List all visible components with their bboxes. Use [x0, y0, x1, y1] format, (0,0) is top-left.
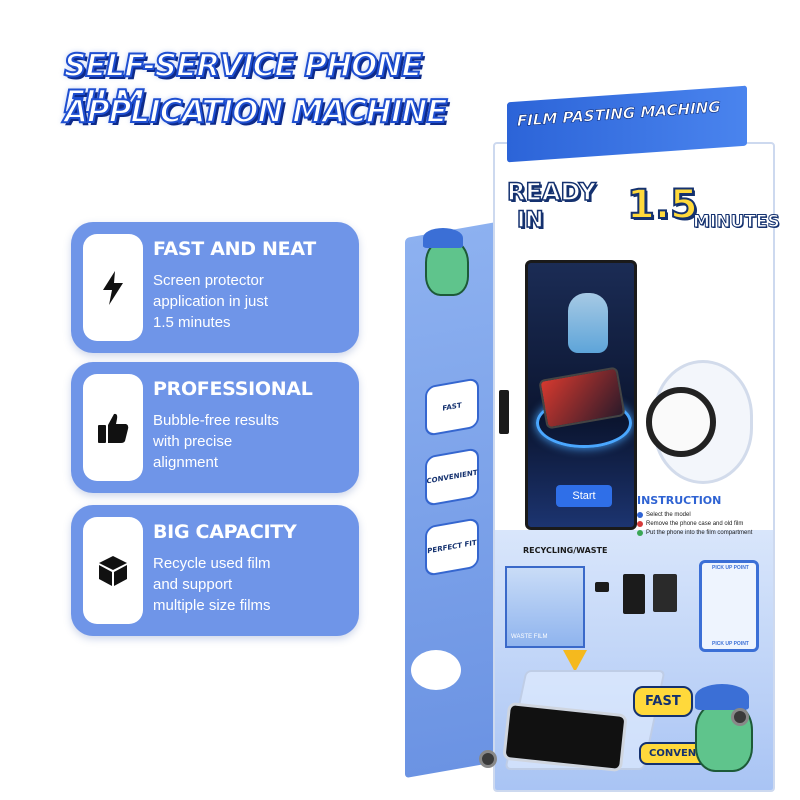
feature-icon-box — [83, 517, 143, 624]
ready-banner: READY IN 1.5 MINUTES — [506, 177, 780, 248]
feature-title: BIG CAPACITY — [153, 521, 297, 543]
feature-desc-line: with precise — [153, 433, 233, 450]
in-word: IN — [516, 207, 544, 234]
instruction-item: Put the phone into the film compartment — [637, 530, 777, 536]
pickup-label-bottom: PICK UP POINT — [712, 641, 749, 647]
dino-mascot-side — [425, 240, 469, 296]
instruction-item: Select the model — [637, 512, 777, 518]
instruction-dot — [637, 512, 643, 518]
dino-cap — [695, 684, 749, 710]
side-tag-convenient: CONVENIENT — [425, 447, 479, 507]
lightning-bolt-icon — [103, 270, 123, 305]
side-tag-perfect-fit: PERFECT FIT — [425, 517, 479, 577]
fast-bubble: FAST — [633, 686, 693, 717]
pickup-point[interactable]: PICK UP POINT PICK UP POINT — [699, 560, 759, 652]
feature-desc-line: Screen protector — [153, 272, 264, 289]
tray-phone-graphic — [502, 701, 628, 773]
feature-card-professional: PROFESSIONAL Bubble-free results with pr… — [71, 362, 359, 493]
touch-screen[interactable]: Start — [525, 260, 637, 530]
feature-desc-line: application in just — [153, 293, 269, 310]
box-cube-icon — [99, 555, 127, 586]
side-tag-fast: FAST — [425, 377, 479, 437]
waste-film-bin[interactable]: WASTE FILM — [505, 566, 585, 648]
feature-desc-line: and support — [153, 576, 233, 593]
wheel — [479, 750, 497, 768]
feature-desc-line: 1.5 minutes — [153, 314, 231, 331]
payment-reader[interactable] — [623, 574, 645, 614]
feature-description: Recycle used film and support multiple s… — [153, 553, 343, 616]
instruction-text: Put the phone into the film compartment — [646, 530, 753, 536]
instruction-item: Remove the phone case and old film — [637, 521, 777, 527]
recycling-label: RECYCLING/WASTE — [523, 546, 608, 555]
headline-line-2: APPLICATION MACHINE — [63, 93, 449, 131]
instruction-text: Remove the phone case and old film — [646, 521, 744, 527]
minutes-word: MINUTES — [693, 212, 781, 233]
feature-icon-box — [83, 374, 143, 481]
headline-line-1: SELF-SERVICE PHONE FILM — [63, 47, 424, 121]
feature-desc-line: Recycle used film — [153, 555, 271, 572]
card-reader[interactable] — [653, 574, 677, 612]
scanner-slot — [595, 582, 609, 592]
instruction-text: Select the model — [646, 512, 691, 518]
wheel — [731, 708, 749, 726]
dino-cap — [423, 228, 463, 248]
waste-film-label: WASTE FILM — [511, 634, 548, 640]
ready-number: 1.5 — [626, 181, 699, 229]
cloud-decoration — [411, 650, 461, 690]
feature-desc-line: multiple size films — [153, 597, 271, 614]
card-slot — [499, 390, 509, 434]
feature-card-fast: FAST AND NEAT Screen protector applicati… — [71, 222, 359, 353]
feature-description: Bubble-free results with precise alignme… — [153, 410, 343, 473]
film-machine: FAST CONVENIENT PERFECT FIT FILM PASTING… — [395, 85, 785, 792]
instruction-dot — [637, 521, 643, 527]
feature-title: PROFESSIONAL — [153, 378, 313, 400]
ready-word: READY — [506, 177, 597, 207]
feature-icon-box — [83, 234, 143, 341]
feature-description: Screen protector application in just 1.5… — [153, 270, 343, 333]
round-window-ring — [646, 387, 716, 457]
instruction-list: Select the model Remove the phone case a… — [637, 512, 777, 539]
feature-desc-line: Bubble-free results — [153, 412, 279, 429]
arrow-down-icon — [563, 650, 587, 672]
instruction-title: INSTRUCTION — [637, 494, 722, 507]
feature-desc-line: alignment — [153, 454, 219, 471]
start-button[interactable]: Start — [556, 485, 612, 507]
instruction-dot — [637, 530, 643, 536]
feature-title: FAST AND NEAT — [153, 238, 316, 260]
feature-card-capacity: BIG CAPACITY Recycle used film and suppo… — [71, 505, 359, 636]
round-window — [646, 360, 753, 484]
thumbs-up-icon — [98, 413, 129, 443]
hand-graphic — [568, 293, 608, 353]
pickup-label-top: PICK UP POINT — [712, 565, 749, 571]
